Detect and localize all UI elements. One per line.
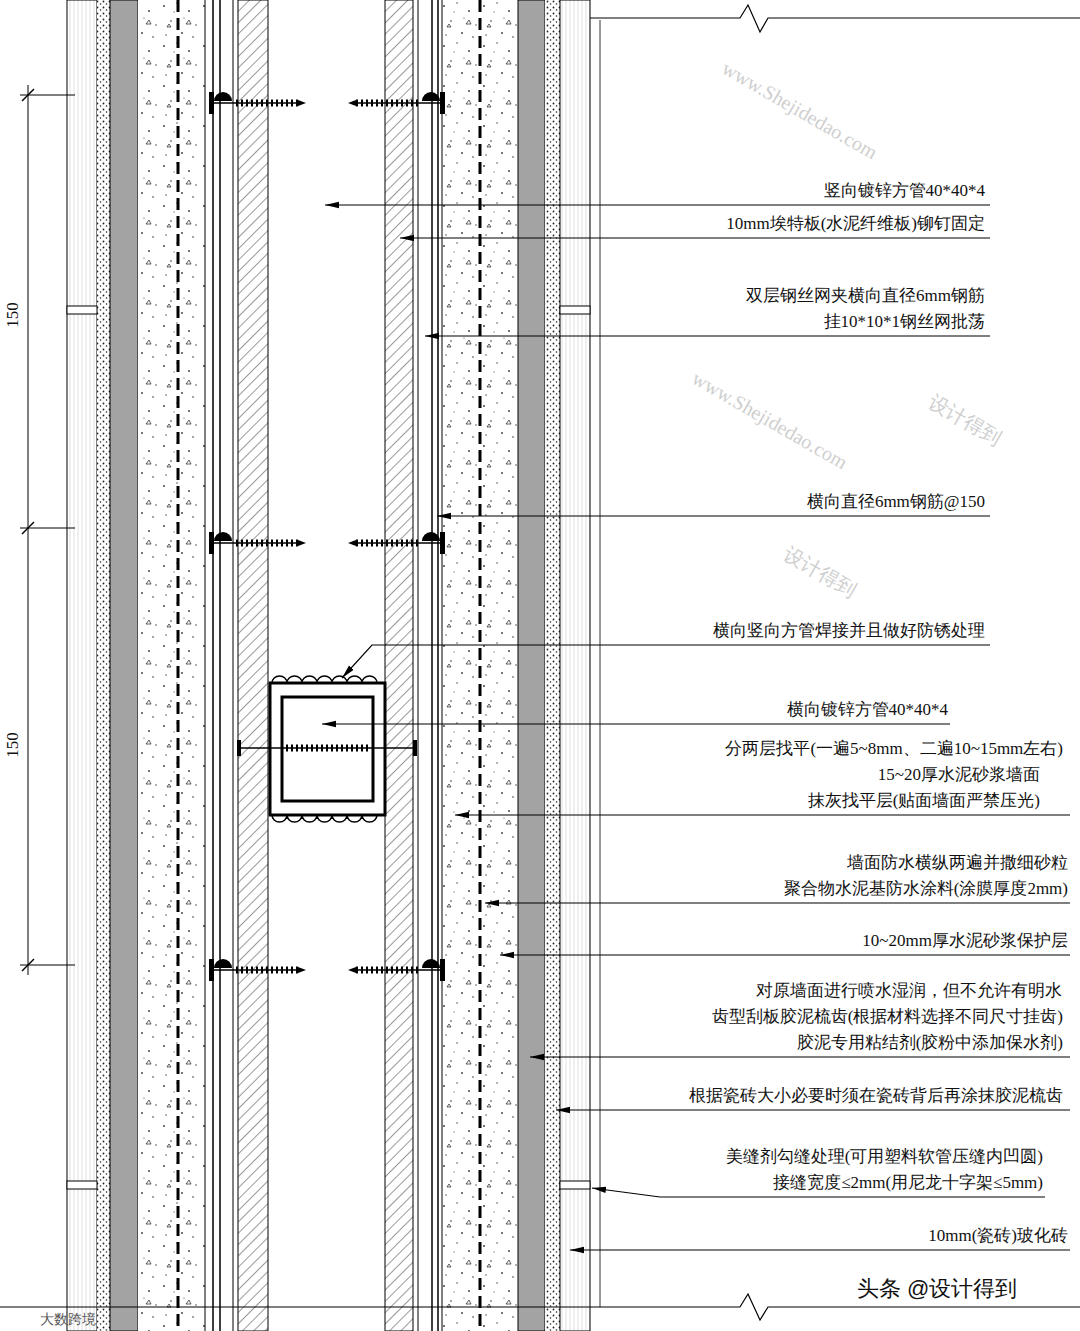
source-mark: 大数跨境 (40, 1311, 96, 1328)
dimension-value: 150 (3, 732, 23, 758)
callout-text: 竖向镀锌方管40*40*4 (824, 181, 986, 201)
callout-text: 横向直径6mm钢筋@150 (807, 492, 985, 512)
watermark: www.Shejidedao.com (688, 366, 852, 474)
watermark: 设计得到 (779, 542, 860, 603)
callout-text: 双层钢丝网夹横向直径6mm钢筋 (746, 286, 985, 306)
callout-text: 接缝宽度≤2mm(用尼龙十字架≤5mm) (773, 1173, 1043, 1193)
callout-text: 横向镀锌方管40*40*4 (787, 700, 949, 720)
callout-text: 聚合物水泥基防水涂料(涂膜厚度2mm) (784, 879, 1068, 899)
watermark: 设计得到 (924, 390, 1005, 451)
callout-text: 美缝剂勾缝处理(可用塑料软管压缝内凹圆) (726, 1147, 1043, 1167)
callout-text: 挂10*10*1钢丝网批荡 (824, 312, 986, 332)
callout-text: 齿型刮板胶泥梳齿(根据材料选择不同尺寸挂齿) (712, 1007, 1063, 1027)
watermark: www.Shejidedao.com (718, 56, 882, 164)
callout-text: 15~20厚水泥砂浆墙面 (878, 765, 1040, 785)
callout-text: 抹灰找平层(贴面墙面严禁压光) (808, 791, 1040, 811)
callout-text: 10~20mm厚水泥砂浆保护层 (862, 931, 1068, 951)
callout-text: 墙面防水横纵两遍并撒细砂粒 (847, 853, 1068, 873)
callout-text: 根据瓷砖大小必要时须在瓷砖背后再涂抹胶泥梳齿 (689, 1086, 1063, 1106)
callout-text: 胶泥专用粘结剂(胶粉中添加保水剂) (797, 1033, 1063, 1053)
callout-text: 对原墙面进行喷水湿润，但不允许有明水 (756, 981, 1062, 1001)
callout-text: 分两层找平(一遍5~8mm、二遍10~15mm左右) (725, 739, 1063, 759)
callout-text: 横向竖向方管焊接并且做好防锈处理 (713, 621, 985, 641)
dimension-value: 150 (3, 302, 23, 328)
credit-mark: 头条 @设计得到 (855, 1276, 1019, 1302)
callout-text: 10mm(瓷砖)玻化砖 (928, 1226, 1068, 1246)
callout-text: 10mm埃特板(水泥纤维板)铆钉固定 (726, 214, 985, 234)
